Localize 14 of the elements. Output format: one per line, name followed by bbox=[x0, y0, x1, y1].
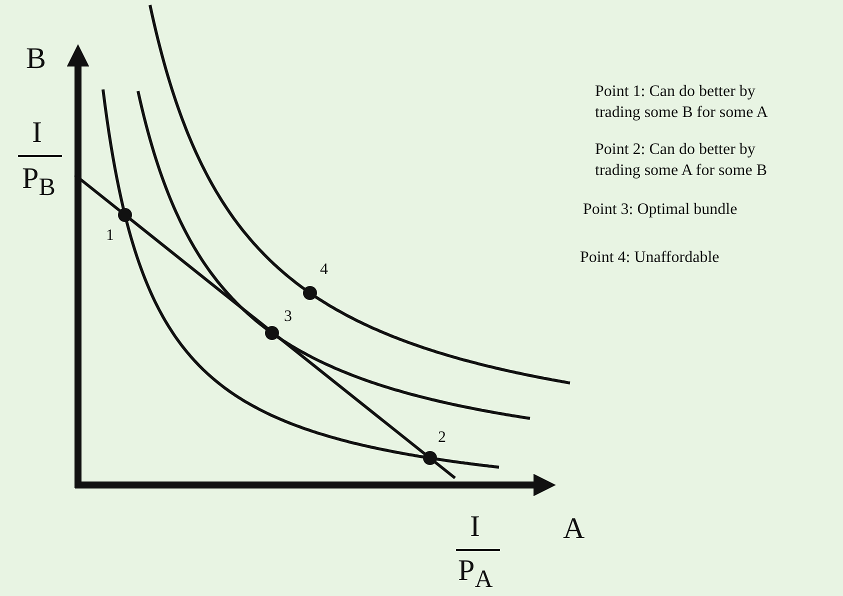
note: Point 2: Can do better by trading some A for some B bbox=[595, 140, 768, 181]
intercept-label: I bbox=[470, 512, 480, 542]
intercept-label: I bbox=[32, 118, 42, 148]
axis-label: B bbox=[26, 44, 46, 74]
point-number: 2 bbox=[438, 430, 446, 446]
point-number: 3 bbox=[284, 309, 292, 325]
point-number: 4 bbox=[320, 262, 328, 278]
note: Point 3: Optimal bundle bbox=[583, 200, 738, 220]
note: Point 4: Unaffordable bbox=[580, 248, 720, 268]
point-number: 1 bbox=[106, 228, 114, 244]
intercept-label: P$_{A}$ bbox=[458, 556, 493, 592]
intercept-label: P$_{B}$ bbox=[22, 164, 56, 200]
note: Point 1: Can do better by trading some B for some A bbox=[595, 82, 769, 123]
axis-label: A bbox=[563, 514, 585, 544]
